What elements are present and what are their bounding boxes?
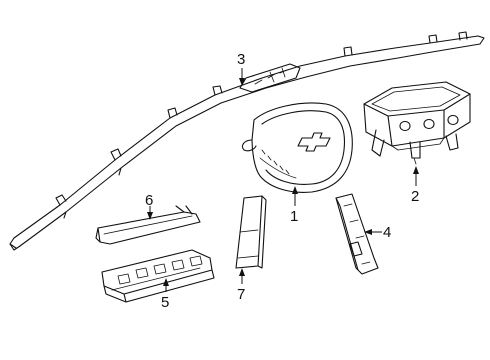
- callout-4: 4: [383, 224, 391, 241]
- knee-airbag-part-4: [335, 193, 379, 275]
- callout-3: 3: [237, 51, 245, 68]
- bracket-part-6: [95, 205, 201, 245]
- leader-lines: [147, 68, 419, 292]
- control-module-part-5: [101, 249, 215, 303]
- callout-1: 1: [290, 208, 298, 225]
- steering-wheel-airbag-part-1: [241, 102, 353, 193]
- callout-5: 5: [161, 294, 169, 311]
- callout-labels: 1 2 3 4 5 6 7: [145, 51, 419, 311]
- curtain-airbag-part-3: [9, 31, 485, 251]
- callout-6: 6: [145, 192, 153, 209]
- callout-7: 7: [237, 286, 245, 303]
- module-part-7: [235, 195, 267, 269]
- callout-2: 2: [411, 188, 419, 205]
- passenger-airbag-module-part-2: [363, 81, 471, 165]
